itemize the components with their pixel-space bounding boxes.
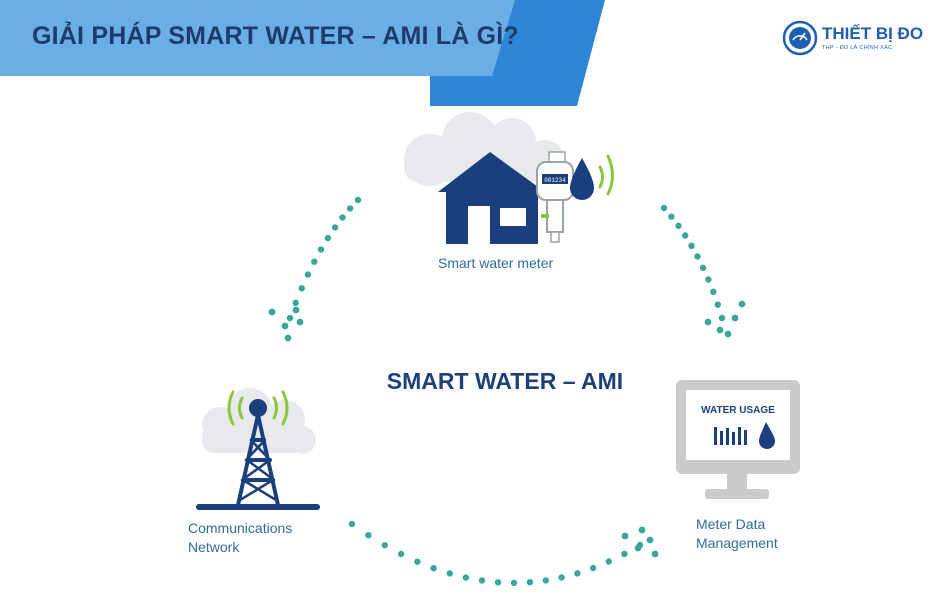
screen-heading: WATER USAGE — [701, 405, 775, 416]
arrow-head-left — [296, 318, 304, 326]
arrow-dot-right — [694, 253, 701, 260]
arrow-head-bottom — [651, 550, 659, 558]
page-title: GIẢI PHÁP SMART WATER – AMI LÀ GÌ? — [32, 22, 519, 50]
arrow-dot-right — [688, 242, 695, 249]
arrow-head-right — [704, 318, 712, 326]
arrow-dot-right — [675, 222, 682, 229]
arrow-dot-left — [354, 196, 362, 204]
arrow-dot-bottom — [510, 579, 518, 586]
meter-display: 001234 — [544, 177, 566, 184]
arrow-dot-bottom — [589, 564, 597, 572]
mdm-label-line1: Meter Data — [696, 516, 766, 532]
arrow-head-bottom — [621, 532, 629, 540]
arrow-head-left — [281, 322, 289, 330]
arrow-dot-left — [298, 285, 305, 292]
arrow-dot-bottom — [381, 542, 388, 549]
arrow-dot-bottom — [348, 520, 356, 528]
arrow-dot-left — [311, 258, 318, 265]
antenna-tower-icon — [236, 413, 280, 507]
arrow-dot-right — [705, 276, 712, 283]
arrow-head-right — [738, 300, 746, 308]
arrow-dot-left — [317, 246, 325, 253]
arrow-dot-bottom — [478, 577, 486, 584]
network-node — [196, 388, 320, 510]
arrow-dot-left — [346, 205, 354, 212]
arrow-head-right — [724, 330, 732, 338]
cycle-arrows — [268, 196, 746, 586]
arrow-head-bottom — [638, 526, 646, 534]
mdm-node: WATER USAGE — [676, 380, 800, 499]
brand-name: THIẾT BỊ ĐO — [822, 24, 924, 43]
arrow-dot-right — [682, 232, 689, 239]
arrow-dot-bottom — [621, 550, 628, 558]
arrow-dot-right — [710, 288, 717, 295]
arrow-dot-bottom — [558, 574, 565, 581]
arrow-dot-left — [324, 234, 332, 242]
arrow-dot-right — [660, 204, 668, 212]
meter-label: Smart water meter — [438, 255, 554, 271]
arrow-dot-left — [286, 314, 294, 322]
arrow-dot-bottom — [414, 558, 421, 565]
arrow-head-bottom — [646, 536, 654, 544]
arrow-dot-right — [718, 314, 726, 322]
smart-meter-node: 001234 — [404, 112, 614, 244]
water-meter-icon: 001234 — [536, 151, 574, 243]
header-banner — [0, 0, 605, 106]
arrow-dot-right — [699, 264, 707, 271]
arrow-dot-bottom — [365, 532, 372, 539]
brand-tagline: THP - ĐO LÀ CHÍNH XÁC — [822, 45, 893, 51]
arrow-dot-left — [339, 214, 346, 221]
diagram-center-title: SMART WATER – AMI — [386, 368, 624, 394]
network-label-line1: Communications — [188, 520, 293, 536]
arrow-dot-bottom — [526, 579, 534, 586]
arrow-dot-bottom — [462, 574, 470, 581]
arrow-dot-bottom — [605, 558, 612, 565]
arrow-head-left — [284, 334, 292, 342]
antenna-base — [196, 504, 320, 510]
arrow-dot-bottom — [430, 565, 437, 572]
antenna-head — [249, 399, 267, 417]
arrow-dot-left — [331, 224, 339, 231]
water-drop-icon — [759, 422, 775, 449]
arrow-dot-left — [292, 299, 299, 306]
arrow-head-right — [731, 314, 739, 322]
arrow-dot-bottom — [494, 579, 502, 586]
arrow-dot-bottom — [397, 550, 405, 558]
arrow-head-right — [716, 326, 724, 334]
mdm-label-line2: Management — [696, 535, 778, 551]
usage-bars-icon — [714, 427, 747, 445]
arrow-dot-left — [304, 271, 312, 278]
arrow-dot-right — [668, 213, 675, 220]
arrow-dot-bottom — [446, 570, 453, 577]
arrow-dot-bottom — [542, 577, 549, 584]
broadcast-waves-icon — [227, 390, 289, 426]
brand-logo: THIẾT BỊ ĐO THP - ĐO LÀ CHÍNH XÁC — [782, 20, 932, 60]
arrow-head-left — [268, 308, 276, 316]
monitor-icon: WATER USAGE — [676, 380, 800, 499]
gauge-icon — [782, 20, 818, 56]
network-label-line2: Network — [188, 539, 240, 555]
arrow-head-bottom — [634, 544, 642, 552]
signal-waves-icon — [598, 154, 614, 196]
arrow-dot-right — [714, 301, 721, 308]
house-icon — [438, 152, 545, 244]
arrow-head-left — [292, 306, 300, 314]
arrow-dot-bottom — [574, 570, 581, 577]
water-drop-icon — [570, 158, 594, 200]
banner-light-shape — [0, 0, 515, 76]
